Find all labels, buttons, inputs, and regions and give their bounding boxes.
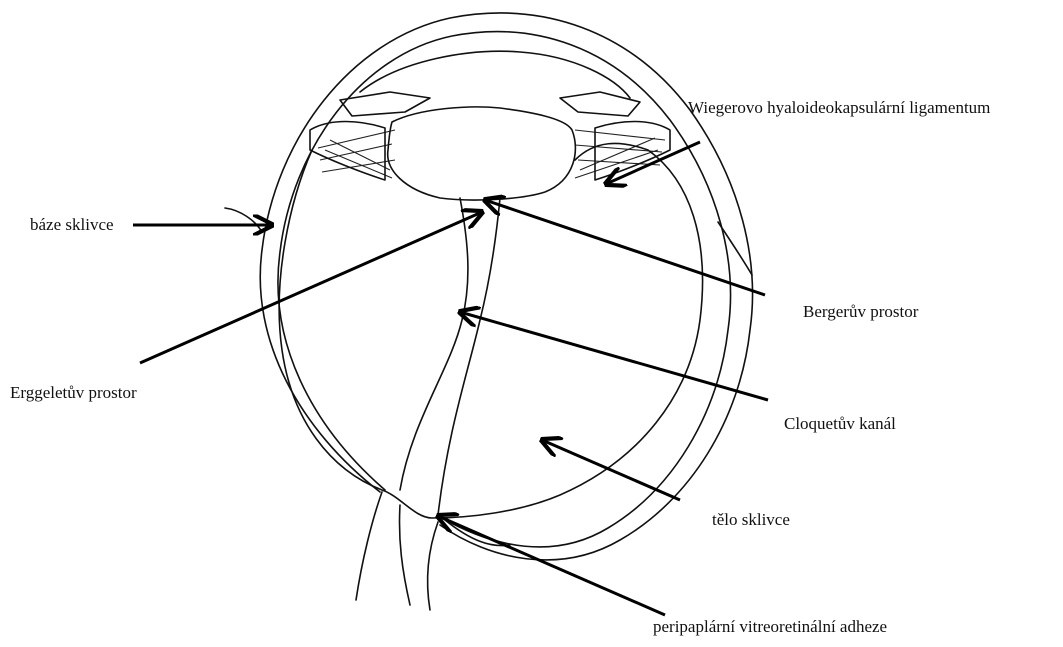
- cornea: [360, 51, 630, 98]
- label-baze-sklivce: báze sklivce: [30, 215, 114, 235]
- label-erggelet: Erggeletův prostor: [10, 383, 137, 403]
- optic-nerve-left: [356, 492, 382, 600]
- cloquet-canal-left: [400, 198, 468, 490]
- arrow-cloquet: [460, 312, 768, 400]
- arrow-erggelet: [140, 212, 482, 363]
- arrow-berger: [485, 200, 765, 295]
- base-mark-left: [225, 208, 262, 232]
- label-peripapilarni: peripaplární vitreoretinální adheze: [653, 617, 887, 637]
- lens: [388, 107, 576, 200]
- optic-nerve-inner-left: [399, 505, 410, 605]
- arrow-telo: [542, 440, 680, 500]
- label-berger: Bergerův prostor: [803, 302, 918, 322]
- ciliary-left: [310, 122, 385, 181]
- label-telo: tělo sklivce: [712, 510, 790, 530]
- label-wiegerovo: Wiegerovo hyaloideokapsulární ligamentum: [688, 98, 990, 118]
- arrow-peripapilarni: [438, 516, 665, 615]
- optic-nerve-inner-right: [428, 522, 438, 610]
- label-cloquet: Cloquetův kanál: [784, 414, 896, 434]
- cloquet-canal-right: [438, 198, 500, 515]
- iris-left: [340, 92, 430, 116]
- zonules: [318, 130, 665, 178]
- base-mark-right: [718, 222, 752, 275]
- sclera-outer: [260, 13, 752, 560]
